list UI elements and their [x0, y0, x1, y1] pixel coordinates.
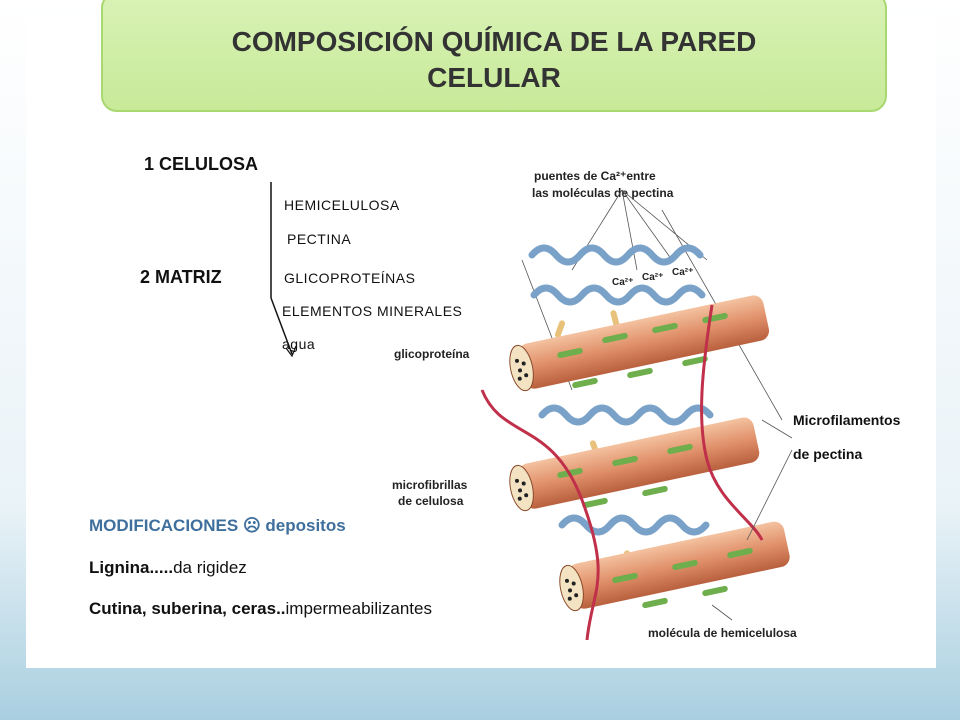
label-hemicelulosa: molécula de hemicelulosa	[648, 626, 797, 640]
microfibril-2	[509, 417, 760, 512]
label-microfilamentos-line1: Microfilamentos	[793, 412, 901, 428]
cell-wall-diagram: Ca²⁺ Ca²⁺ Ca²⁺	[480, 189, 793, 640]
matrix-bracket	[270, 182, 297, 358]
label-celulosa: 1 CELULOSA	[144, 154, 259, 174]
title-line-2: CELULAR	[427, 62, 561, 93]
cutina-desc: impermeabilizantes	[285, 599, 432, 618]
diagram-leader-lines	[711, 419, 793, 621]
cutina-line: Cutina, suberina, ceras..impermeabilizan…	[89, 599, 432, 619]
matrix-item-elementos-minerales: ELEMENTOS MINERALES	[282, 303, 463, 319]
calcium-labels: Ca²⁺ Ca²⁺ Ca²⁺	[612, 267, 693, 288]
slide-canvas: COMPOSICIÓN QUÍMICA DE LA PARED CELULAR …	[26, 0, 936, 668]
title-line-1: COMPOSICIÓN QUÍMICA DE LA PARED	[231, 26, 757, 57]
lignina-line: Lignina.....da rigidez	[89, 558, 247, 578]
label-microfibrillas-line1: microfibrillas	[392, 478, 468, 492]
ca-label-1: Ca²⁺	[612, 277, 633, 288]
pectin-chains	[528, 244, 714, 536]
label-microfibrillas-line2: de celulosa	[398, 494, 464, 508]
slide-title: COMPOSICIÓN QUÍMICA DE LA PARED CELULAR	[103, 24, 885, 96]
microfibril-1	[509, 295, 770, 392]
ca-label-2: Ca²⁺	[642, 272, 663, 283]
label-glicoproteina: glicoproteína	[394, 347, 470, 361]
cellulose-microfibrils	[509, 295, 790, 612]
ca-label-3: Ca²⁺	[672, 267, 693, 278]
modificaciones-heading: MODIFICACIONES ☹ depositos	[89, 516, 346, 535]
matrix-item-agua: agua	[282, 336, 316, 352]
label-puentes-line1: puentes de Ca²⁺entre	[534, 169, 656, 183]
lignina-desc: da rigidez	[173, 558, 247, 577]
label-matriz: 2 MATRIZ	[140, 267, 222, 287]
matrix-item-glicoproteinas: GLICOPROTEÍNAS	[284, 270, 416, 286]
lignina-term: Lignina.....	[89, 558, 174, 577]
matrix-item-hemicelulosa: HEMICELULOSA	[284, 197, 400, 213]
matrix-item-pectina: PECTINA	[287, 231, 352, 247]
label-microfilamentos-line2: de pectina	[793, 446, 863, 462]
title-banner: COMPOSICIÓN QUÍMICA DE LA PARED CELULAR	[101, 0, 887, 112]
cutina-term: Cutina, suberina, ceras..	[89, 599, 286, 618]
red-strands	[480, 304, 764, 640]
label-puentes-line2: las moléculas de pectina	[532, 186, 674, 200]
